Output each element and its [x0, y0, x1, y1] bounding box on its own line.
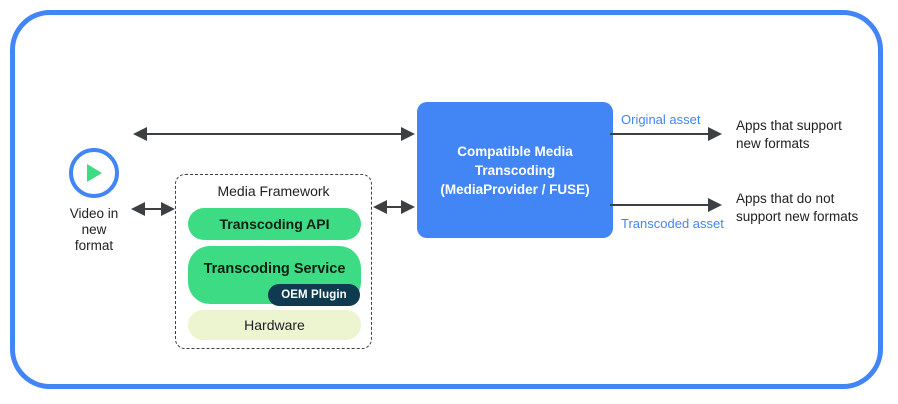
apps-that-support-label: Apps that support new formats: [736, 118, 842, 151]
outer-frame-border: [10, 10, 883, 389]
media-framework-container: Media Framework Transcoding API Transcod…: [175, 174, 372, 349]
arrow-framework-to-cmt: [373, 200, 415, 214]
transcoded-asset-label: Transcoded asset: [621, 216, 724, 231]
oem-plugin-badge: OEM Plugin: [268, 284, 360, 306]
media-framework-title: Media Framework: [217, 183, 330, 199]
arrow-cmt-to-apps-support: [610, 127, 722, 141]
arrow-video-to-cmt: [133, 127, 415, 141]
play-circle-icon: [69, 148, 119, 198]
compatible-media-transcoding-box: Compatible Media Transcoding (MediaProvi…: [417, 102, 613, 238]
arrow-cmt-to-apps-no-support: [610, 198, 722, 212]
hardware-box: Hardware: [188, 310, 361, 340]
video-source-node: Video in new format: [48, 148, 140, 254]
original-asset-label: Original asset: [621, 112, 701, 127]
arrow-video-to-framework: [131, 202, 175, 216]
video-source-label: Video in new format: [69, 206, 119, 253]
apps-that-do-not-support-label: Apps that do not support new formats: [736, 191, 859, 224]
transcoding-api-box: Transcoding API: [188, 208, 361, 240]
